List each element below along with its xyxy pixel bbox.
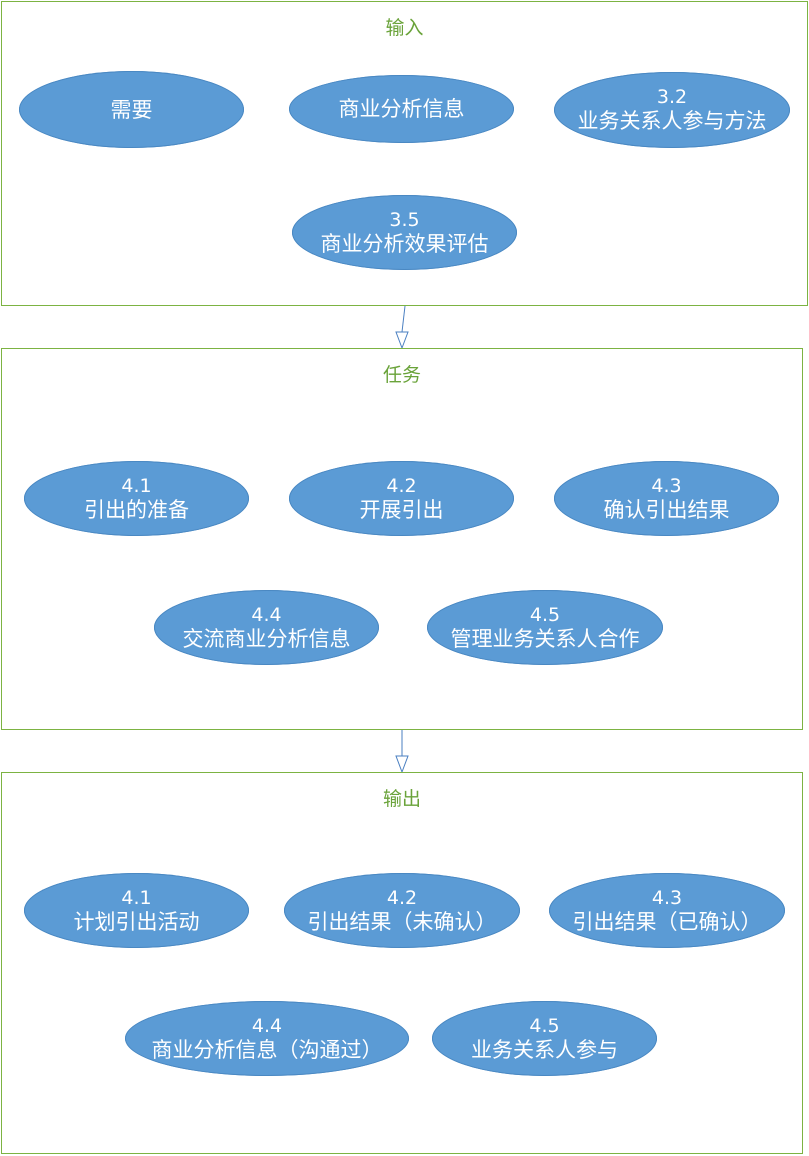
input-node-3-5: 3.5 商业分析效果评估 (292, 195, 517, 270)
tasks-section: 任务 (1, 348, 803, 730)
node-label: 引出结果（未确认） (307, 909, 497, 934)
node-label: 交流商业分析信息 (182, 626, 351, 651)
node-number: 4.5 (529, 603, 561, 626)
node-number: 4.1 (121, 474, 152, 497)
node-number: 4.4 (251, 1014, 283, 1037)
input-node-3-2: 3.2 业务关系人参与方法 (554, 72, 790, 148)
node-label: 确认引出结果 (603, 497, 730, 522)
node-label: 计划引出活动 (73, 909, 200, 934)
node-label: 引出的准备 (84, 497, 189, 522)
node-number: 4.5 (529, 1014, 560, 1037)
task-node-4-1: 4.1 引出的准备 (24, 461, 249, 536)
task-node-4-4: 4.4 交流商业分析信息 (154, 590, 379, 665)
output-node-4-2: 4.2 引出结果（未确认） (284, 873, 520, 948)
output-node-4-3: 4.3 引出结果（已确认） (549, 873, 785, 948)
node-label: 商业分析效果评估 (320, 231, 489, 256)
task-node-4-5: 4.5 管理业务关系人合作 (427, 590, 663, 665)
node-label: 引出结果（已确认） (572, 909, 762, 934)
node-number: 4.4 (251, 603, 282, 626)
node-number: 4.2 (386, 474, 417, 497)
node-label: 商业分析信息 (338, 97, 465, 121)
output-section: 输出 (1, 772, 803, 1154)
input-node-business-analysis-info: 商业分析信息 (289, 75, 514, 143)
node-number: 3.2 (656, 86, 688, 108)
node-label: 业务关系人参与方法 (577, 109, 767, 133)
input-node-needs: 需要 (19, 71, 244, 148)
node-label: 开展引出 (359, 497, 444, 522)
input-section-title: 输入 (385, 17, 424, 39)
node-number: 3.5 (389, 208, 420, 231)
tasks-section-title: 任务 (382, 364, 421, 386)
node-label: 管理业务关系人合作 (450, 626, 640, 651)
node-number: 4.3 (651, 886, 683, 909)
task-node-4-2: 4.2 开展引出 (289, 461, 514, 536)
output-node-4-5: 4.5 业务关系人参与 (432, 1001, 657, 1076)
task-node-4-3: 4.3 确认引出结果 (554, 461, 779, 536)
output-node-4-1: 4.1 计划引出活动 (24, 873, 249, 948)
node-label: 商业分析信息（沟通过） (151, 1037, 383, 1062)
node-number: 4.3 (651, 474, 682, 497)
node-number: 4.1 (121, 886, 152, 909)
node-number: 4.2 (386, 886, 418, 909)
node-label: 业务关系人参与 (471, 1037, 618, 1062)
node-label: 需要 (110, 97, 153, 122)
output-node-4-4: 4.4 商业分析信息（沟通过） (125, 1001, 409, 1076)
output-section-title: 输出 (382, 788, 421, 810)
